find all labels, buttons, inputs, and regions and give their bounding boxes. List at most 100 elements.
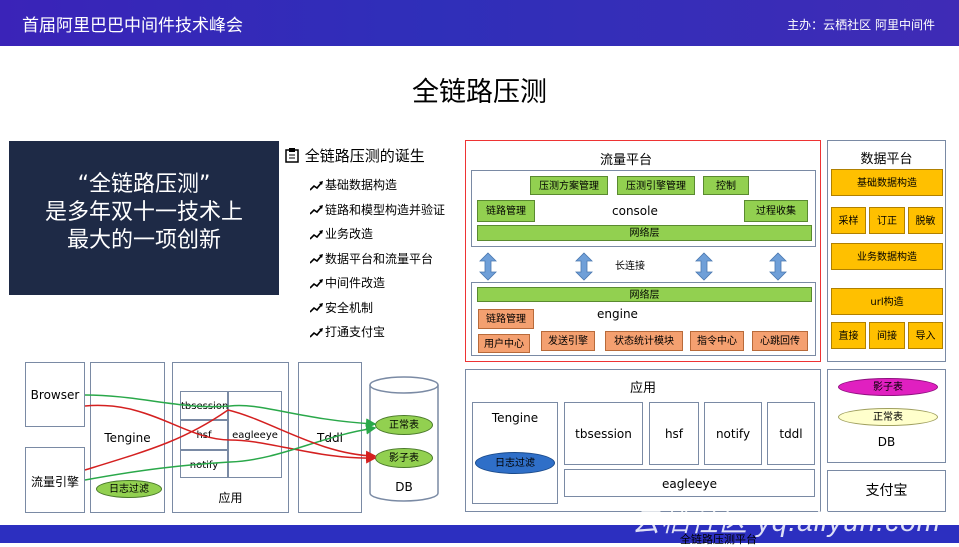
birth-list-item: 安全机制 — [310, 299, 373, 316]
control-box: 控制 — [703, 176, 749, 195]
user-center-box: 用户中心 — [478, 334, 530, 353]
hsf-label: hsf — [196, 430, 212, 441]
birth-list-item: 基础数据构造 — [310, 176, 397, 193]
watermark-text: 云栖社区 yq.aliyun.com — [632, 506, 941, 537]
fix-box: 订正 — [869, 207, 905, 234]
double-arrow-4 — [769, 252, 787, 281]
shadow-table-oval: 影子表 — [375, 448, 433, 468]
log-filter-oval: 日志过滤 — [96, 480, 162, 498]
birth-list-item-text: 链路和模型构造并验证 — [325, 202, 446, 217]
birth-list-item: 中间件改造 — [310, 274, 385, 291]
double-arrow-1 — [479, 252, 497, 281]
quote-panel: “全链路压测” 是多年双十一技术上 最大的一项创新 — [9, 141, 279, 295]
console-box — [471, 170, 816, 247]
status-stats-box: 状态统计模块 — [605, 331, 683, 351]
heartbeat-box: 心跳回传 — [752, 331, 808, 351]
direct-box: 直接 — [831, 322, 866, 349]
traffic-engine-label: 流量引擎 — [30, 475, 79, 489]
tbsession-cell: tbsession — [180, 391, 228, 420]
db-label: DB — [395, 480, 413, 494]
normal-table-oval: 正常表 — [375, 415, 433, 435]
app-hsf-box: hsf — [649, 402, 699, 465]
birth-list-item: 链路和模型构造并验证 — [310, 201, 445, 218]
browser-box: Browser — [25, 362, 85, 427]
data-platform-panel — [827, 140, 946, 362]
eagleeye-cell: eagleeye — [228, 391, 282, 478]
db-normal-oval: 正常表 — [838, 408, 938, 426]
data-platform-title: 数据平台 — [860, 152, 913, 167]
long-connection-label: 长连接 — [615, 261, 645, 272]
birth-title-text: 全链路压测的诞生 — [304, 147, 425, 165]
tddl-box: Tddl — [298, 362, 362, 513]
command-center-box: 指令中心 — [690, 331, 744, 351]
double-arrow-2 — [575, 252, 593, 281]
trend-chart-icon — [310, 205, 323, 215]
clipboard-icon — [285, 148, 299, 163]
trend-chart-icon — [310, 278, 323, 289]
birth-list-item-text: 安全机制 — [325, 300, 374, 315]
network-layer-bottom: 网络层 — [477, 287, 812, 302]
db-cylinder — [369, 376, 439, 502]
console-label: console — [612, 204, 658, 218]
header-bar: 首届阿里巴巴中间件技术峰会 主办：云栖社区 阿里中间件 — [0, 0, 959, 46]
eagleeye-label: eagleeye — [232, 430, 278, 441]
trend-chart-icon — [310, 327, 323, 338]
trend-chart-icon — [310, 303, 323, 313]
host-text: 主办：云栖社区 阿里中间件 — [787, 18, 935, 32]
engine-mgmt-box: 压测引擎管理 — [617, 176, 695, 195]
birth-list-item-text: 基础数据构造 — [325, 178, 398, 192]
notify-label: notify — [189, 460, 219, 471]
alipay-box: 支付宝 — [827, 470, 946, 512]
long-connection-arrows — [479, 252, 787, 281]
tengine-label: Tengine — [104, 431, 151, 445]
app-label: 应用 — [218, 491, 243, 505]
browser-label: Browser — [30, 388, 80, 402]
link-mgmt-box: 链路管理 — [477, 200, 535, 222]
birth-list-item-text: 中间件改造 — [325, 276, 386, 290]
conference-title: 首届阿里巴巴中间件技术峰会 — [22, 16, 243, 36]
trend-chart-icon — [310, 229, 323, 240]
engine-box — [471, 282, 816, 356]
app-notify-box: notify — [704, 402, 762, 465]
quote-line-2: 是多年双十一技术上 — [44, 200, 243, 225]
traffic-platform-panel — [465, 140, 821, 362]
birth-list-item-text: 打通支付宝 — [325, 325, 386, 339]
sample-box: 采样 — [831, 207, 866, 234]
engine-label: engine — [597, 307, 638, 321]
desensitize-box: 脱敏 — [908, 207, 943, 234]
birth-list-item-text: 业务改造 — [325, 227, 374, 241]
app-log-filter-oval: 日志过滤 — [475, 452, 555, 474]
db-shadow-oval: 影子表 — [838, 378, 938, 396]
db-section-label: DB — [877, 435, 896, 449]
quote-line-3: 最大的一项创新 — [66, 228, 221, 253]
url-box: url构造 — [831, 288, 943, 315]
traffic-engine-box: 流量引擎 — [25, 447, 85, 513]
tbsession-label: tbsession — [181, 401, 229, 412]
app-section-title: 应用 — [629, 381, 656, 396]
double-arrow-3 — [695, 252, 713, 281]
app-section-panel — [465, 369, 821, 512]
import-box: 导入 — [908, 322, 943, 349]
biz-data-box: 业务数据构造 — [831, 243, 943, 270]
notify-cell: notify — [180, 450, 228, 478]
tddl-label: Tddl — [317, 431, 343, 445]
footer-bar — [0, 525, 959, 543]
plan-mgmt-box: 压测方案管理 — [530, 176, 608, 195]
quote-line-1: “全链路压测” — [77, 172, 211, 197]
trend-chart-icon — [310, 254, 323, 264]
app-tddl-box: tddl — [767, 402, 815, 465]
send-engine-box: 发送引擎 — [541, 331, 595, 351]
birth-list-item: 业务改造 — [310, 225, 373, 242]
birth-list-title: 全链路压测的诞生 — [284, 145, 425, 166]
db-section-panel — [827, 369, 946, 463]
engine-link-mgmt-box: 链路管理 — [478, 309, 534, 329]
birth-list-item: 打通支付宝 — [310, 323, 385, 340]
network-layer-top: 网络层 — [477, 225, 812, 241]
trend-chart-icon — [310, 180, 323, 191]
app-eagleeye-box: eagleeye — [564, 469, 815, 497]
hsf-cell: hsf — [180, 420, 228, 450]
birth-list-item: 数据平台和流量平台 — [310, 250, 433, 267]
basic-data-box: 基础数据构造 — [831, 169, 943, 196]
app-tbsession-box: tbsession — [564, 402, 643, 465]
process-collect-box: 过程收集 — [744, 200, 808, 222]
